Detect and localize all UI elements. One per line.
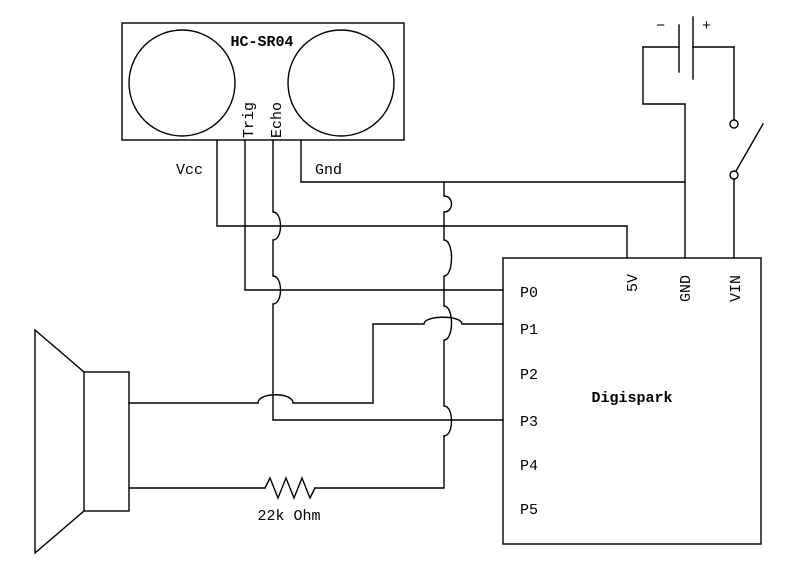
board-pin-vin: VIN: [728, 275, 745, 302]
switch-contact-bottom: [729, 170, 739, 180]
board-pin-p1: P1: [520, 322, 538, 339]
board-pin-gnd: GND: [678, 275, 695, 302]
board-pin-p5: P5: [520, 502, 538, 519]
trig-to-p0-wire: [244, 139, 504, 291]
resistor-to-gnd-wire: [443, 181, 453, 437]
speaker-magnet: [83, 371, 130, 512]
hc-sr04-sensor: HC-SR04 Trig Echo Vcc Gnd: [121, 22, 405, 179]
sensor-pin-vcc: Vcc: [176, 162, 203, 179]
sensor-vcc-wire: [216, 139, 628, 259]
board-pin-5v: 5V: [625, 274, 642, 292]
sensor-pin-gnd: Gnd: [315, 162, 342, 179]
echo-to-p3-wire: [272, 139, 504, 421]
resistor: 22k Ohm: [128, 435, 445, 525]
switch-contact-top: [729, 119, 739, 129]
digispark-board: Digispark 5V GND VIN P0 P1 P2 P3 P4 P5: [502, 257, 762, 545]
board-pin-p3: P3: [520, 414, 538, 431]
sensor-pin-echo: Echo: [269, 102, 286, 138]
board-title: Digispark: [591, 390, 672, 407]
sensor-transducer-right: [287, 29, 395, 137]
board-body: [502, 257, 762, 545]
speaker-cone: [34, 328, 85, 555]
resistor-lead-right: [314, 435, 445, 489]
battery-minus-label: −: [656, 18, 665, 35]
board-pin-p0: P0: [520, 285, 538, 302]
battery-negative-to-gnd-wire: [642, 46, 686, 259]
speaker-to-p1-wire: [128, 316, 504, 404]
switch: [729, 46, 764, 259]
battery: − +: [642, 16, 735, 80]
board-pin-p2: P2: [520, 367, 538, 384]
battery-plus-label: +: [702, 18, 711, 35]
wiring: [128, 46, 686, 437]
sensor-pin-trig: Trig: [241, 102, 258, 138]
sensor-body: [121, 22, 405, 141]
switch-lever: [735, 123, 764, 172]
speaker: [34, 328, 130, 555]
resistor-label: 22k Ohm: [257, 508, 320, 525]
board-pin-p4: P4: [520, 458, 538, 475]
sensor-gnd-wire: [300, 139, 686, 183]
sensor-transducer-left: [128, 29, 236, 137]
sensor-title: HC-SR04: [230, 34, 293, 51]
resistor-zigzag: [264, 476, 316, 500]
